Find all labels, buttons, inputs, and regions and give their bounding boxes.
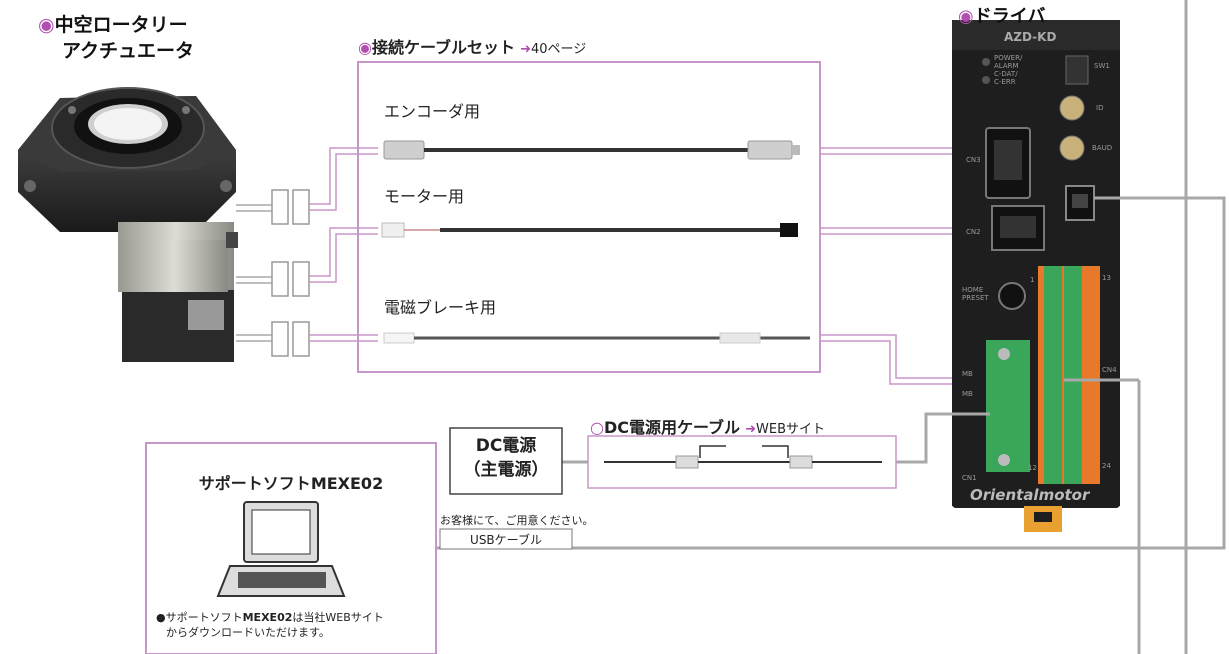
led-label-4: C-ERR: [994, 78, 1016, 86]
driver-model: AZD-KD: [1004, 30, 1057, 44]
cable-set-title-text: 接続ケーブルセット: [371, 38, 516, 57]
software-title: サポートソフトMEXE02: [146, 470, 436, 494]
home-label-1: HOME: [962, 286, 984, 294]
actuator-cables: [236, 204, 272, 342]
id-label: ID: [1096, 104, 1104, 112]
mb-label-1: MB: [962, 370, 973, 378]
driver-brand: Orientalmotor: [970, 486, 1090, 504]
dc-line-right: [896, 412, 990, 464]
dc-cable-bullet: ○: [590, 418, 604, 437]
terminal-num-24: 24: [1102, 462, 1111, 470]
software-desc-bold: MEXE02: [242, 611, 293, 624]
dc-cable-title-text: DC電源用ケーブル: [603, 418, 741, 437]
mb-label-2: MB: [962, 390, 973, 398]
laptop-image: [216, 501, 346, 597]
driver-bullet: ◉: [958, 6, 974, 27]
software-title-prefix: サポートソフト: [198, 474, 311, 493]
driver-title-text: ドライバ: [973, 6, 1046, 27]
home-label: HOME PRESET: [962, 286, 989, 302]
software-desc-bullet: ●サポートソフト: [156, 611, 243, 624]
driver-unit: [952, 20, 1120, 532]
rotary-actuator-image: [18, 87, 238, 362]
home-label-2: PRESET: [962, 294, 989, 302]
driver-title: ◉ドライバ: [958, 2, 1045, 28]
software-desc-line1: ●サポートソフトMEXE02は当社WEBサイト: [156, 610, 384, 625]
dc-cable-ref[interactable]: WEBサイト: [756, 422, 826, 437]
software-desc-line2: からダウンロードいただけます。: [166, 626, 330, 639]
cable-set-arrow-icon: ➜: [520, 42, 532, 57]
customer-note: お客様にて、ご用意ください。: [440, 514, 594, 527]
usb-cable-line: [436, 196, 1226, 550]
cable-set-page-ref[interactable]: 40ページ: [531, 42, 587, 57]
cn3-label: CN3: [966, 156, 981, 164]
terminal-num-1: 1: [1030, 276, 1035, 284]
actuator-title-line2: アクチュエータ: [62, 40, 195, 62]
cable-set-frame: [357, 61, 821, 373]
driver-led-labels: POWER/ ALARM C-DAT/ C-ERR: [994, 54, 1022, 86]
usb-label-box: [439, 528, 573, 550]
purple-cables: [309, 147, 378, 342]
software-desc: ●サポートソフトMEXE02は当社WEBサイト からダウンロードいただけます。: [156, 610, 384, 640]
terminal-num-12: 12: [1028, 464, 1037, 472]
cn4-label: CN4: [1102, 366, 1117, 374]
dc-cable-drawing: [604, 445, 882, 469]
software-title-bold: MEXE02: [310, 474, 384, 493]
cable-label-encoder: エンコーダ用: [384, 102, 481, 121]
encoder-cable: [383, 140, 800, 160]
software-desc-rest: は当社WEBサイト: [292, 611, 384, 624]
dc-cable-arrow-icon: ➜: [745, 422, 757, 437]
led-label-2: ALARM: [994, 62, 1019, 70]
cable-set-title: ◉接続ケーブルセット ➜40ページ: [358, 34, 586, 58]
brake-cable: [383, 332, 810, 344]
sw1-label: SW1: [1094, 62, 1110, 70]
terminal-num-13: 13: [1102, 274, 1111, 282]
dc-cable-title: ○DC電源用ケーブル ➜WEBサイト: [590, 414, 825, 438]
actuator-title-line1: 中空ロータリー: [54, 14, 188, 36]
usb-label: USBケーブル: [470, 533, 542, 547]
cable-label-motor: モーター用: [384, 187, 465, 206]
connector-boxes: [271, 189, 310, 357]
dc-power-box: [449, 427, 563, 495]
baud-label: BAUD: [1092, 144, 1113, 152]
actuator-title: ◉中空ロータリー: [38, 10, 188, 37]
dc-power-line1: DC電源: [475, 436, 537, 456]
dc-power-line2: （主電源）: [463, 460, 549, 480]
motor-cable: [381, 222, 798, 238]
cn2-label: CN2: [966, 228, 981, 236]
led-label-3: C-DAT/: [994, 70, 1018, 78]
cn1-label: CN1: [962, 474, 977, 482]
led-label-1: POWER/: [994, 54, 1023, 62]
dc-power-label: DC電源 （主電源）: [450, 434, 562, 482]
cable-set-bullet: ◉: [358, 38, 372, 57]
actuator-bullet: ◉: [38, 14, 55, 36]
cable-label-brake: 電磁ブレーキ用: [384, 298, 497, 317]
